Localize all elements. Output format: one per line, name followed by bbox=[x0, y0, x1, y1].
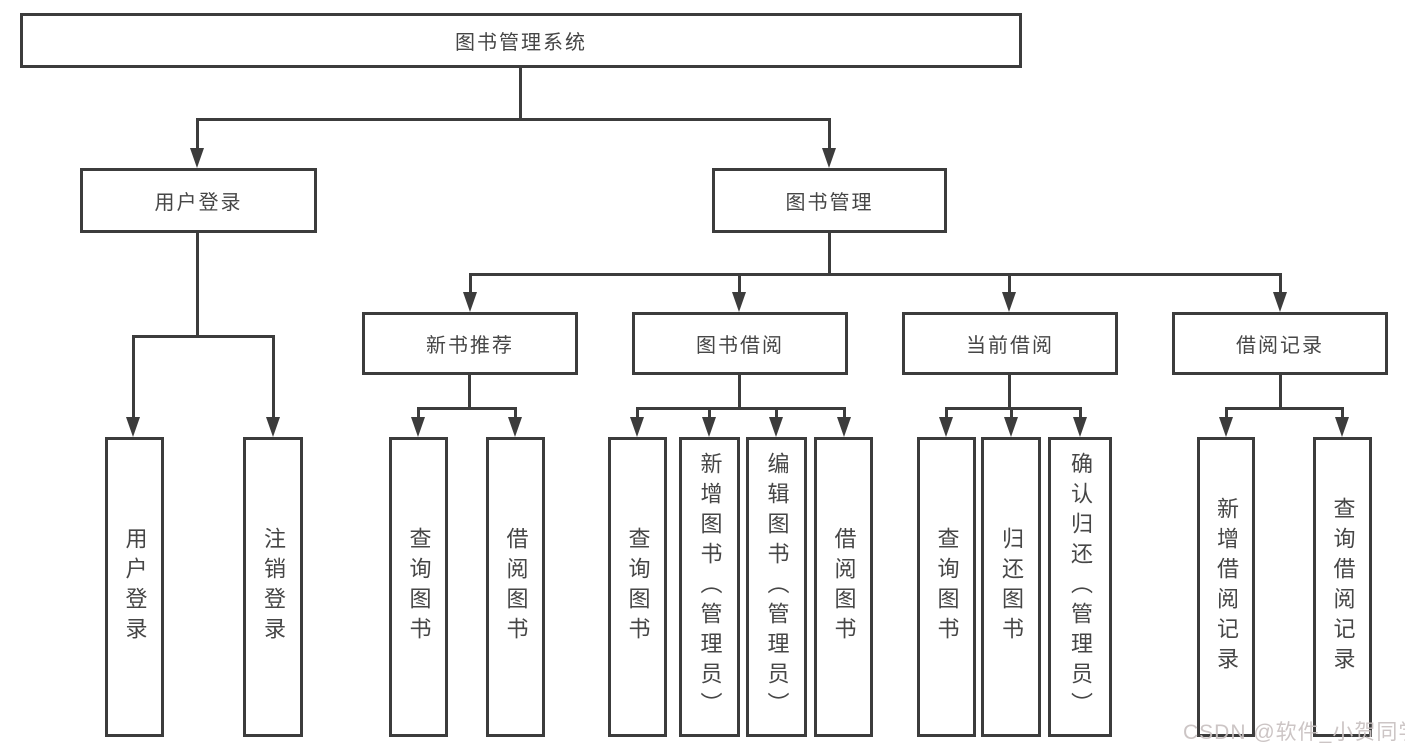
node-label: 用户登录 bbox=[154, 192, 243, 214]
connector-vline bbox=[196, 118, 199, 150]
arrow-down-icon bbox=[1273, 292, 1287, 312]
node-label: 图书管理系统 bbox=[455, 32, 587, 54]
arrow-down-icon bbox=[508, 417, 522, 437]
arrow-down-icon bbox=[190, 148, 204, 168]
arrow-down-icon bbox=[1219, 417, 1233, 437]
node-root-book-management-system: 图书管理系统 bbox=[20, 13, 1022, 68]
leaf-label: 用户登录 bbox=[122, 527, 148, 647]
connector-vline bbox=[828, 233, 831, 273]
leaf-query-books-current: 查询图书 bbox=[917, 437, 976, 737]
arrow-down-icon bbox=[411, 417, 425, 437]
connector-vline bbox=[272, 335, 275, 419]
connector-vline bbox=[708, 407, 711, 419]
connector-vline bbox=[1279, 375, 1282, 407]
leaf-confirm-return-admin: 确认归还（管理员） bbox=[1048, 437, 1112, 737]
arrow-down-icon bbox=[266, 417, 280, 437]
leaf-label: 新增图书（管理员） bbox=[697, 452, 723, 722]
leaf-label: 借阅图书 bbox=[831, 527, 857, 647]
leaf-label: 查询图书 bbox=[406, 527, 432, 647]
node-label: 新书推荐 bbox=[426, 335, 514, 357]
arrow-down-icon bbox=[1335, 417, 1349, 437]
node-book-management: 图书管理 bbox=[712, 168, 947, 233]
node-borrowing-records: 借阅记录 bbox=[1172, 312, 1388, 375]
connector-vline bbox=[1008, 375, 1011, 407]
leaf-label: 查询借阅记录 bbox=[1330, 497, 1356, 677]
connector-vline bbox=[1010, 407, 1013, 419]
connector-vline bbox=[1225, 407, 1228, 419]
leaf-label: 查询图书 bbox=[934, 527, 960, 647]
leaf-query-books-borrow: 查询图书 bbox=[608, 437, 667, 737]
leaf-add-borrow-record: 新增借阅记录 bbox=[1197, 437, 1255, 737]
connector-vline bbox=[468, 375, 471, 407]
arrow-down-icon bbox=[1073, 417, 1087, 437]
connector-vline bbox=[945, 407, 948, 419]
connector-vline bbox=[1008, 273, 1011, 294]
connector-vline bbox=[636, 407, 639, 419]
node-label: 借阅记录 bbox=[1236, 335, 1324, 357]
leaf-label: 归还图书 bbox=[999, 527, 1024, 647]
arrow-down-icon bbox=[732, 292, 746, 312]
arrow-down-icon bbox=[837, 417, 851, 437]
node-label: 图书借阅 bbox=[696, 335, 784, 357]
node-current-borrowing: 当前借阅 bbox=[902, 312, 1118, 375]
leaf-borrow-books-borrow: 借阅图书 bbox=[814, 437, 873, 737]
node-book-borrowing: 图书借阅 bbox=[632, 312, 848, 375]
connector-hline bbox=[196, 118, 831, 121]
connector-vline bbox=[738, 273, 741, 294]
arrow-down-icon bbox=[1004, 417, 1018, 437]
connector-vline bbox=[843, 407, 846, 419]
arrow-down-icon bbox=[630, 417, 644, 437]
connector-hline bbox=[132, 335, 275, 338]
connector-vline bbox=[519, 68, 522, 118]
connector-hline bbox=[636, 407, 845, 410]
connector-hline bbox=[469, 273, 1282, 276]
connector-hline bbox=[1225, 407, 1343, 410]
leaf-label: 编辑图书（管理员） bbox=[764, 452, 790, 722]
arrow-down-icon bbox=[939, 417, 953, 437]
connector-vline bbox=[514, 407, 517, 419]
connector-vline bbox=[828, 118, 831, 150]
node-new-book-recommendation: 新书推荐 bbox=[362, 312, 578, 375]
node-label: 当前借阅 bbox=[966, 335, 1054, 357]
node-label: 图书管理 bbox=[785, 192, 874, 214]
arrow-down-icon bbox=[822, 148, 836, 168]
connector-vline bbox=[775, 407, 778, 419]
leaf-label: 注销登录 bbox=[261, 527, 286, 647]
node-user-login: 用户登录 bbox=[80, 168, 317, 233]
leaf-add-books-admin: 新增图书（管理员） bbox=[679, 437, 740, 737]
arrow-down-icon bbox=[126, 417, 140, 437]
leaf-label: 确认归还（管理员） bbox=[1068, 452, 1093, 722]
leaf-label: 借阅图书 bbox=[503, 527, 529, 647]
arrow-down-icon bbox=[702, 417, 716, 437]
leaf-return-books: 归还图书 bbox=[981, 437, 1041, 737]
leaf-user-login: 用户登录 bbox=[105, 437, 164, 737]
leaf-edit-books-admin: 编辑图书（管理员） bbox=[746, 437, 807, 737]
connector-vline bbox=[132, 335, 135, 419]
leaf-label: 查询图书 bbox=[625, 527, 651, 647]
connector-hline bbox=[417, 407, 516, 410]
connector-vline bbox=[1341, 407, 1344, 419]
leaf-label: 新增借阅记录 bbox=[1214, 497, 1239, 677]
arrow-down-icon bbox=[769, 417, 783, 437]
csdn-watermark: CSDN @软件_小贺同学 bbox=[1183, 721, 1405, 744]
connector-vline bbox=[1079, 407, 1082, 419]
leaf-query-books-recommend: 查询图书 bbox=[389, 437, 448, 737]
connector-hline bbox=[945, 407, 1081, 410]
connector-vline bbox=[469, 273, 472, 294]
arrow-down-icon bbox=[1002, 292, 1016, 312]
leaf-borrow-books-recommend: 借阅图书 bbox=[486, 437, 545, 737]
connector-vline bbox=[1279, 273, 1282, 294]
connector-vline bbox=[417, 407, 420, 419]
connector-vline bbox=[738, 375, 741, 407]
leaf-query-borrow-record: 查询借阅记录 bbox=[1313, 437, 1372, 737]
leaf-logout: 注销登录 bbox=[243, 437, 303, 737]
connector-vline bbox=[196, 233, 199, 335]
arrow-down-icon bbox=[463, 292, 477, 312]
